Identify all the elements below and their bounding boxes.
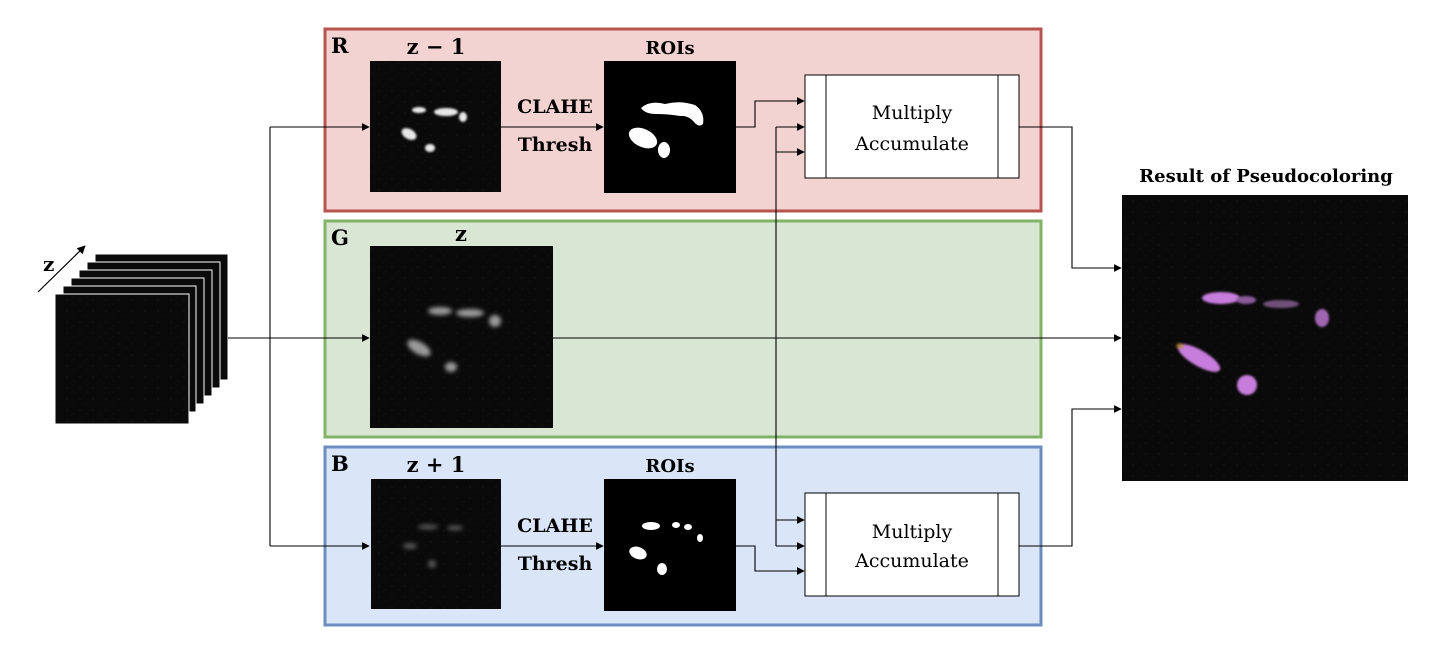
b-box-line1: Multiply <box>872 521 953 543</box>
g-input-title: z <box>455 221 467 246</box>
z-axis-arrow <box>37 245 86 293</box>
red-channel-letter: R <box>331 33 349 58</box>
r-multiply-accumulate-box <box>804 74 1020 179</box>
r-roi-title: ROIs <box>645 38 694 59</box>
input-image-stack <box>54 253 229 425</box>
b-input-image <box>371 479 501 609</box>
blue-channel-letter: B <box>331 451 349 476</box>
green-channel-letter: G <box>331 225 349 250</box>
b-roi-title: ROIs <box>645 456 694 477</box>
b-box-line2: Accumulate <box>854 550 969 572</box>
z-axis-label: z <box>43 252 54 276</box>
r-input-title: z − 1 <box>407 34 466 59</box>
b-roi-image <box>604 479 736 611</box>
r-op-line1: CLAHE <box>517 96 593 118</box>
r-box-line2: Accumulate <box>854 133 969 155</box>
r-op-line2: Thresh <box>518 134 593 156</box>
b-op-line1: CLAHE <box>517 515 593 537</box>
g-input-image <box>370 246 553 428</box>
result-title: Result of Pseudocoloring <box>1139 166 1393 187</box>
b-multiply-accumulate-box <box>804 492 1020 597</box>
r-input-image <box>370 61 501 192</box>
b-input-title: z + 1 <box>407 452 466 477</box>
r-roi-image <box>604 61 736 193</box>
b-op-line2: Thresh <box>518 553 593 575</box>
connectors <box>228 97 1122 575</box>
r-box-line1: Multiply <box>872 102 953 124</box>
result-image <box>1122 195 1408 481</box>
